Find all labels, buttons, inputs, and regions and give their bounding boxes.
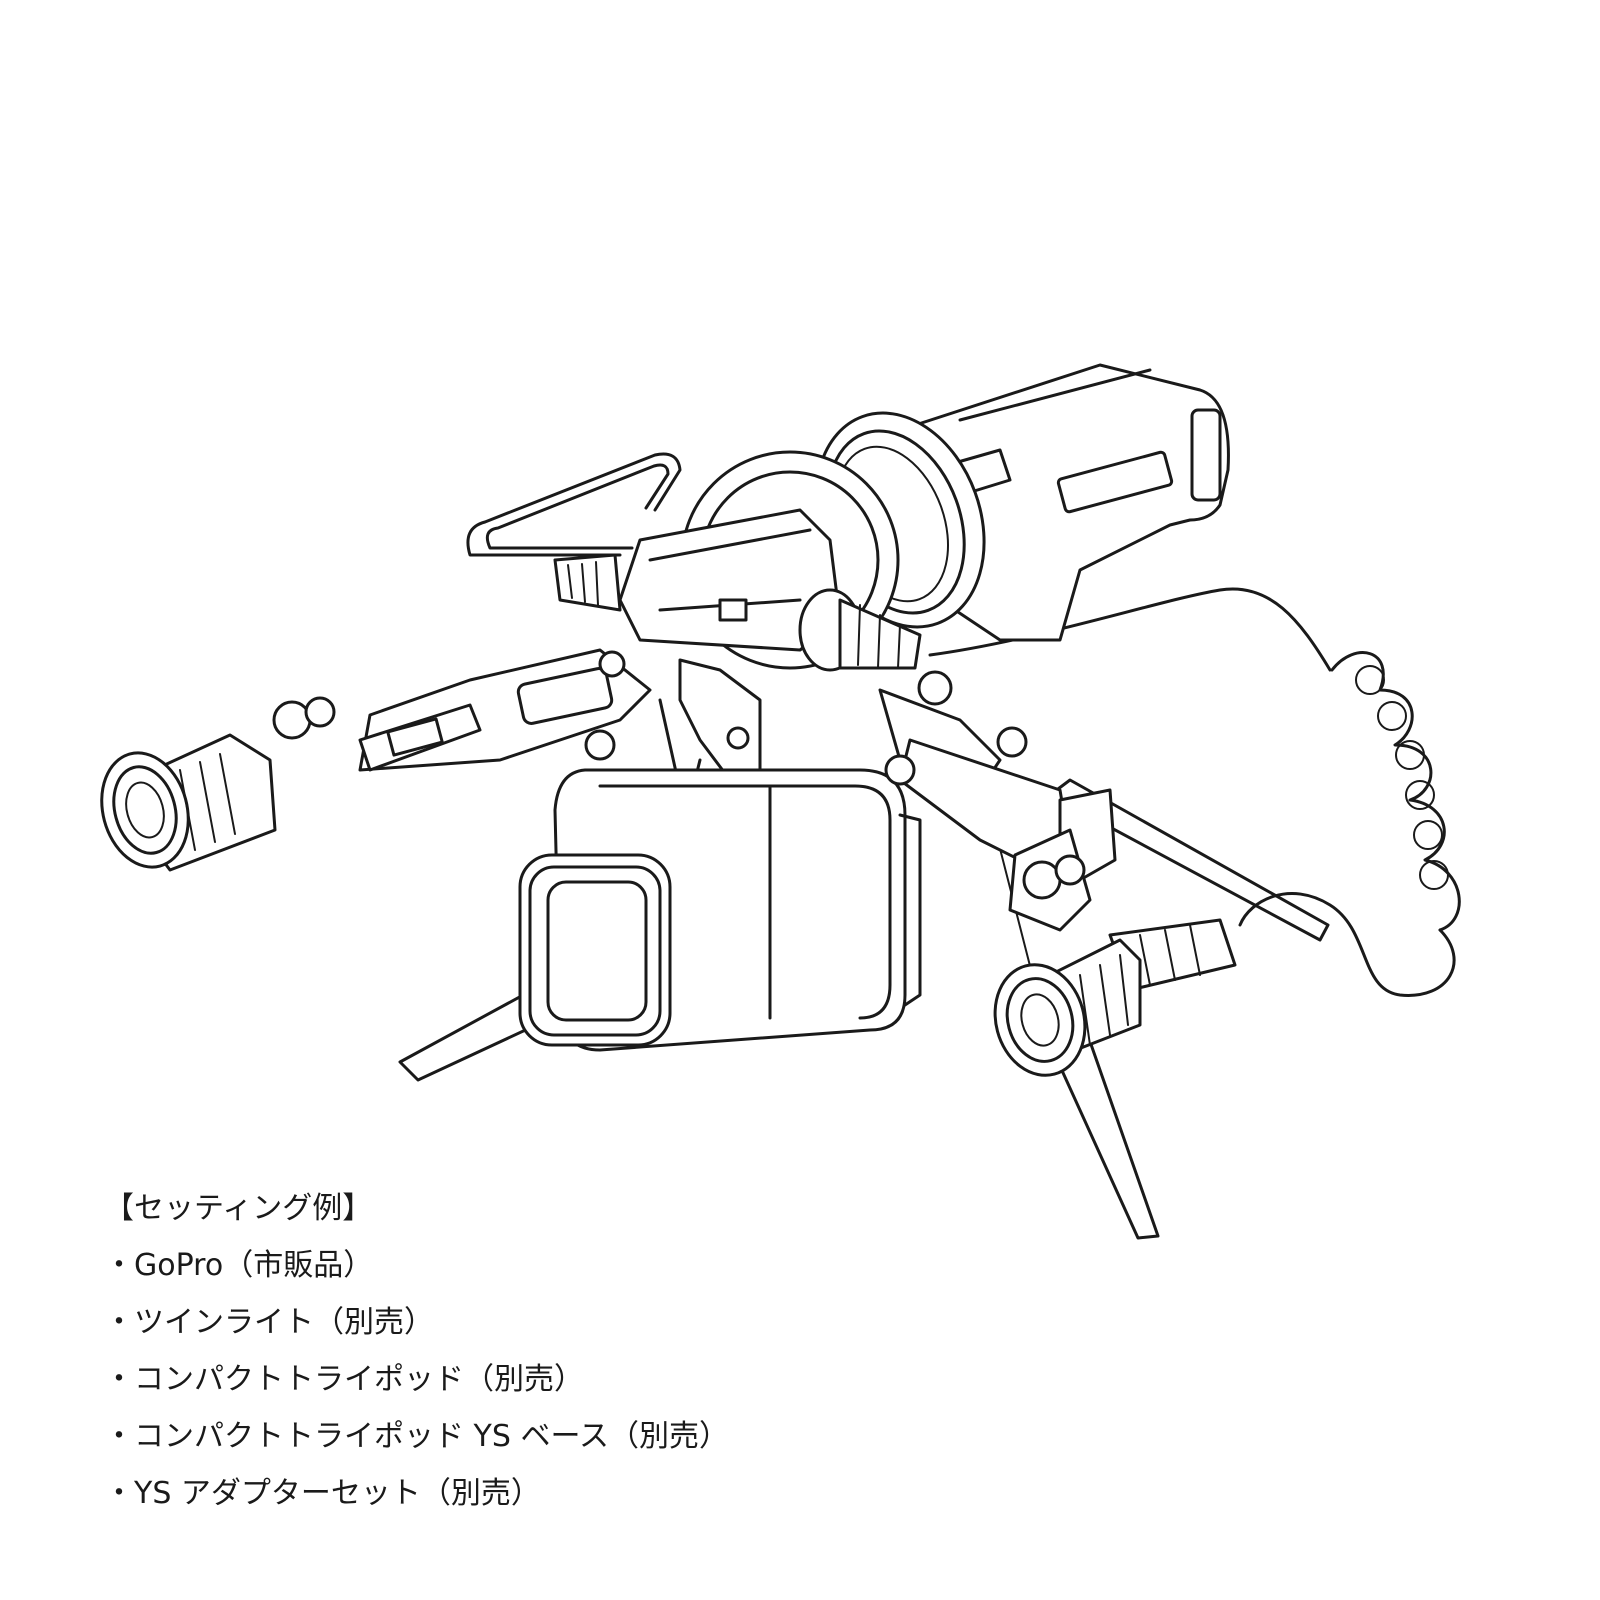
setting-example-list: 【セッティング例】 ・GoPro（市販品） ・ツインライト（別売） ・コンパクト…: [104, 1180, 729, 1522]
coiled-cable: [928, 587, 1461, 997]
list-item: ・GoPro（市販品）: [104, 1248, 374, 1283]
cable-boot-upper: [553, 553, 622, 612]
setting-example-heading: 【セッティング例】: [104, 1191, 373, 1226]
list-item: ・ツインライト（別売）: [104, 1305, 434, 1340]
list-item: ・コンパクトトライポッド YS ベース（別売）: [104, 1419, 729, 1454]
ball-joints: [584, 650, 916, 786]
left-arm: [358, 648, 652, 772]
cable-boot-center: [798, 588, 922, 672]
list-item: ・コンパクトトライポッド（別売）: [104, 1362, 584, 1397]
list-item: ・YS アダプターセット（別売）: [104, 1476, 541, 1511]
top-handle: [466, 452, 682, 557]
right-light-head: [993, 854, 1142, 1077]
body-tube: [898, 363, 1230, 642]
left-light-head: [100, 696, 336, 872]
right-arm: [898, 738, 1117, 932]
lens-window: [518, 853, 672, 1047]
